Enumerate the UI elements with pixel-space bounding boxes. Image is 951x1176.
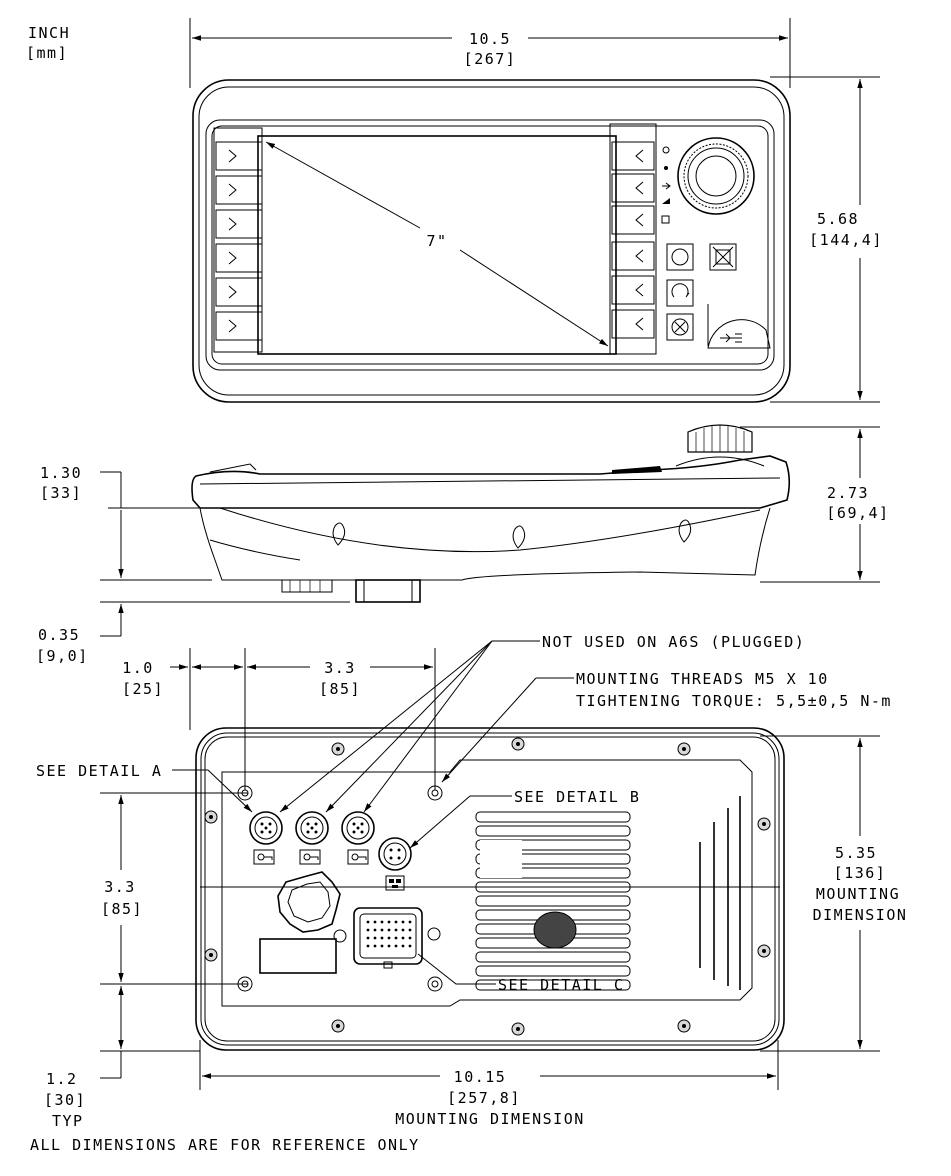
softkey-right-4	[611, 241, 655, 271]
footer-note: ALL DIMENSIONS ARE FOR REFERENCE ONLY	[30, 1136, 420, 1154]
rear-vert-mm: [85]	[101, 900, 143, 918]
softkey-left-1	[215, 141, 263, 171]
rear-view: 1.0 [25] 3.3 [85] NOT USED ON A6S (PLUGG…	[36, 633, 908, 1130]
softkey-left-5	[215, 277, 263, 307]
refresh-button	[666, 243, 694, 271]
softkey-right-3	[611, 205, 655, 235]
callout-detail-c: SEE DETAIL C	[498, 976, 624, 994]
softkey-left-2	[215, 175, 263, 205]
speaker-grille	[475, 811, 631, 991]
rear-spacing-in: 3.3	[324, 659, 356, 677]
close-x-icon	[712, 246, 734, 268]
function-buttons	[666, 243, 771, 349]
connector-labels	[253, 849, 405, 891]
usb-cover	[707, 319, 771, 349]
key-icon-3	[347, 849, 369, 865]
arrow-indicator-icon	[662, 182, 671, 190]
front-width-in: 10.5	[469, 30, 511, 48]
front-view: 10.5 [267] 5.68 [144,4] 7"	[189, 18, 883, 403]
rear-bottom-mm: [30]	[44, 1091, 86, 1109]
side-bottom-mm: [9,0]	[36, 647, 89, 665]
network-icon	[385, 875, 405, 891]
perimeter-screws	[204, 737, 771, 1036]
callout-detail-b: SEE DETAIL B	[514, 788, 640, 806]
rear-bottom-typ: TYP	[52, 1112, 84, 1130]
front-width-mm: [267]	[464, 50, 517, 68]
side-view: 2.73 [69,4] 1.30 [33] 0.35 [9,0]	[36, 424, 889, 665]
display-screen	[257, 135, 617, 355]
front-height-in: 5.68	[817, 210, 859, 228]
status-led-icon	[662, 146, 670, 154]
label-plate	[259, 938, 337, 974]
softkey-right-6	[611, 309, 655, 339]
vent-plug	[277, 871, 341, 933]
stop-icon	[671, 318, 689, 336]
callout-detail-a: SEE DETAIL A	[36, 762, 162, 780]
softkey-left-3	[215, 209, 263, 239]
softkey-right-2	[611, 173, 655, 203]
rear-mount-w-mm: [257,8]	[447, 1089, 521, 1107]
callout-not-used: NOT USED ON A6S (PLUGGED)	[542, 633, 805, 651]
screen-diagonal-label: 7"	[426, 232, 447, 250]
side-lip-in: 1.30	[40, 464, 82, 482]
connector-a	[249, 811, 283, 845]
units-legend: INCH [mm]	[26, 24, 70, 62]
rear-mount-h-in: 5.35	[835, 844, 877, 862]
rear-bottom-in: 1.2	[46, 1070, 78, 1088]
callout-threads-1: MOUNTING THREADS M5 X 10	[576, 670, 829, 688]
round-connectors	[249, 811, 412, 871]
rear-edge-in: 1.0	[122, 659, 154, 677]
rotate-button	[666, 279, 694, 307]
side-bottom-in: 0.35	[38, 626, 80, 644]
stop-button	[666, 313, 694, 341]
units-mm: [mm]	[26, 44, 68, 62]
softkey-left-4	[215, 243, 263, 273]
close-button	[709, 243, 737, 271]
signal-icon	[662, 198, 670, 204]
connector-2	[295, 811, 329, 845]
left-softkeys	[215, 141, 263, 341]
units-inch: INCH	[28, 24, 70, 42]
rotate-icon	[671, 283, 690, 298]
right-softkeys	[611, 141, 655, 339]
usb-icon	[720, 333, 742, 343]
rear-mount-w-label: MOUNTING DIMENSION	[395, 1110, 585, 1128]
rear-mount-h-mm: [136]	[834, 864, 887, 882]
status-dot-icon	[664, 166, 668, 170]
softkey-left-6	[215, 311, 263, 341]
side-knob	[675, 424, 765, 467]
softkey-right-5	[611, 275, 655, 305]
key-icon-2	[299, 849, 321, 865]
ribs	[699, 796, 741, 990]
rear-mount-w-in: 10.15	[454, 1068, 507, 1086]
side-connector	[355, 579, 421, 603]
softkey-right-1	[611, 141, 655, 171]
speaker	[533, 911, 577, 949]
side-depth-mm: [69,4]	[826, 504, 889, 522]
rear-mount-h-l2: DIMENSION	[813, 906, 908, 924]
rear-vert-in: 3.3	[104, 878, 136, 896]
front-height-mm: [144,4]	[809, 231, 883, 249]
rear-spacing-mm: [85]	[319, 680, 361, 698]
square-indicator-icon	[661, 215, 670, 224]
rear-edge-mm: [25]	[122, 680, 164, 698]
callout-threads-2: TIGHTENING TORQUE: 5,5±0,5 N-m	[576, 692, 892, 710]
rotary-knob	[677, 137, 755, 215]
mounting-holes	[237, 785, 443, 992]
connector-b	[378, 837, 412, 871]
key-icon	[253, 849, 275, 865]
side-depth-in: 2.73	[827, 484, 869, 502]
refresh-icon	[671, 248, 689, 266]
main-connector	[353, 907, 423, 969]
side-lip-mm: [33]	[40, 484, 82, 502]
connector-3	[341, 811, 375, 845]
rear-mount-h-l1: MOUNTING	[816, 885, 900, 903]
